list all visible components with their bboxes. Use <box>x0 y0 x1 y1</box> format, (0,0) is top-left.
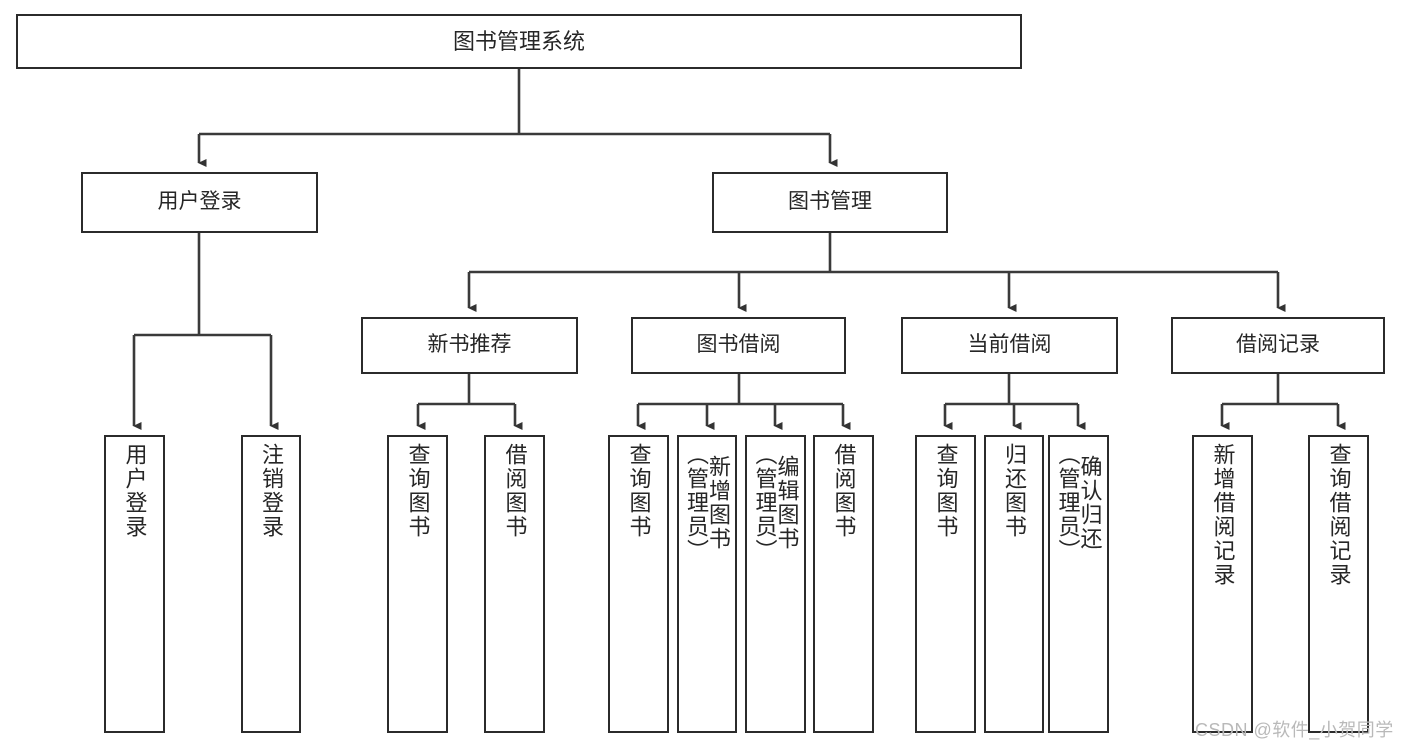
node-label: 新书推荐 <box>427 333 512 357</box>
node-new-book-recommend[interactable]: 新书推荐 <box>361 317 578 374</box>
node-book-management[interactable]: 图书管理 <box>712 172 948 233</box>
leaf-node[interactable]: 归还图书 <box>984 435 1044 733</box>
node-label: 归还图书 <box>1002 443 1027 539</box>
leaf-node[interactable]: 查询借阅记录 <box>1308 435 1369 733</box>
node-book-borrow[interactable]: 图书借阅 <box>631 317 846 374</box>
node-label: 借阅记录 <box>1236 333 1320 357</box>
leaf-node[interactable]: 确认归还 （管理员） <box>1048 435 1109 733</box>
leaf-node[interactable]: 注销登录 <box>241 435 301 733</box>
node-label: 用户登录 <box>157 190 242 214</box>
node-label: 图书借阅 <box>696 333 781 357</box>
node-label: 图书管理系统 <box>452 28 585 54</box>
node-borrow-record[interactable]: 借阅记录 <box>1171 317 1385 374</box>
leaf-node[interactable]: 借阅图书 <box>484 435 545 733</box>
leaf-node[interactable]: 查询图书 <box>387 435 448 733</box>
node-label: 借阅图书 <box>831 443 857 539</box>
leaf-node[interactable]: 查询图书 <box>608 435 669 733</box>
node-root-system[interactable]: 图书管理系统 <box>16 14 1022 69</box>
leaf-node[interactable]: 新增借阅记录 <box>1192 435 1253 733</box>
node-label: 借阅图书 <box>502 443 528 539</box>
node-label: 注销登录 <box>259 443 284 539</box>
node-label: 图书管理 <box>788 190 872 214</box>
csdn-watermark: CSDN @软件_小贺同学 <box>1195 720 1394 740</box>
leaf-node[interactable]: 新增图书 （管理员） <box>677 435 737 733</box>
node-user-login[interactable]: 用户登录 <box>81 172 318 233</box>
node-label: 新增借阅记录 <box>1210 443 1236 587</box>
leaf-node[interactable]: 编辑图书 （管理员） <box>745 435 806 733</box>
node-label: 查询图书 <box>626 443 652 539</box>
leaf-node[interactable]: 用户登录 <box>104 435 165 733</box>
node-label: 查询图书 <box>405 443 431 539</box>
node-label: 查询借阅记录 <box>1326 443 1352 587</box>
node-label: 确认归还 （管理员） <box>1055 443 1103 563</box>
node-label: 查询图书 <box>933 443 959 539</box>
node-label: 当前借阅 <box>967 333 1052 357</box>
leaf-node[interactable]: 借阅图书 <box>813 435 874 733</box>
node-label: 用户登录 <box>122 443 148 539</box>
node-current-borrow[interactable]: 当前借阅 <box>901 317 1118 374</box>
node-label: 新增图书 （管理员） <box>684 443 731 563</box>
node-label: 编辑图书 （管理员） <box>752 443 800 563</box>
leaf-node[interactable]: 查询图书 <box>915 435 976 733</box>
